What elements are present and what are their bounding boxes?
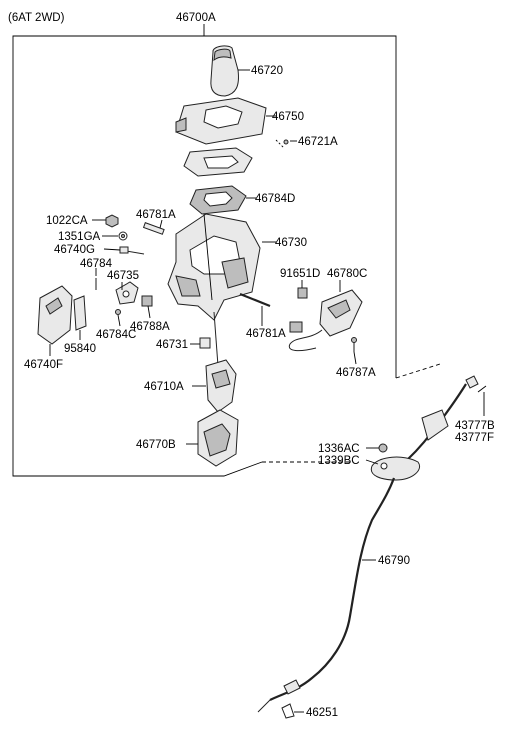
label-91651D: 91651D [280, 268, 320, 280]
shift-rod [213, 311, 219, 367]
shift-knob [210, 45, 239, 97]
lever-46735 [115, 281, 139, 305]
label-46780C: 46780C [327, 268, 367, 280]
label-46731: 46731 [156, 339, 188, 351]
indicator-panel [189, 185, 247, 215]
label-1339BC: 1339BC [318, 455, 360, 467]
clip-46251 [281, 703, 295, 719]
label-46784D: 46784D [255, 193, 295, 205]
leader-46788A [147, 305, 151, 319]
screw-46784C [115, 309, 121, 315]
pin-46781A-top [142, 222, 165, 235]
bracket-46770B [197, 409, 239, 467]
washer-1351GA [118, 231, 128, 241]
label-46784: 46784 [80, 258, 113, 270]
spring-46740G [119, 246, 145, 255]
switch-46780C [288, 289, 363, 352]
nut-1336AC [378, 443, 388, 453]
lever-46710A [205, 359, 237, 413]
label-46790: 46790 [378, 555, 410, 567]
slide-plate [183, 147, 253, 177]
label-1336AC: 1336AC [318, 443, 360, 455]
pin-46781A-mid [239, 292, 271, 308]
assembly-number-label: 46700A [176, 12, 216, 24]
label-46784C: 46784C [96, 329, 136, 341]
clip-43777 [465, 375, 487, 393]
label-43777F: 43777F [455, 432, 494, 444]
screw-46721A [275, 139, 289, 149]
label-46720: 46720 [251, 65, 283, 77]
label-46740F: 46740F [24, 359, 63, 371]
label-46730: 46730 [275, 237, 307, 249]
bracket-95840 [73, 295, 87, 331]
label-1351GA: 1351GA [58, 231, 101, 243]
collar-46731 [199, 337, 211, 349]
label-46735: 46735 [107, 270, 139, 282]
shift-bracket [167, 213, 261, 321]
harness-connector [289, 321, 303, 333]
label-46710A: 46710A [144, 381, 184, 393]
assembly-boundary [12, 35, 397, 477]
leader-46740G [103, 248, 121, 251]
indicator-cover [175, 97, 267, 145]
label-46251: 46251 [306, 707, 338, 719]
label-46750: 46750 [272, 111, 304, 123]
assembly-dash-right [395, 363, 441, 379]
label-46787A: 46787A [336, 367, 376, 379]
label-46781A-top: 46781A [136, 209, 176, 221]
label-46740G: 46740G [54, 244, 95, 256]
bracket-1339BC [370, 456, 420, 481]
leader-46784C [117, 314, 121, 327]
cable-46790 [257, 477, 396, 713]
nut-1022CA [105, 214, 119, 228]
label-46781A-mid: 46781A [246, 328, 286, 340]
leader-46781A-top [159, 219, 163, 229]
cover-46740F [37, 285, 73, 345]
screw-46787A [351, 337, 357, 352]
block-46788A [141, 295, 153, 307]
variant-label: (6AT 2WD) [8, 12, 65, 24]
clip-91651D [297, 287, 308, 299]
label-95840: 95840 [64, 343, 96, 355]
label-46770B: 46770B [136, 439, 176, 451]
leader-1339BC [365, 459, 379, 465]
label-46788A: 46788A [130, 321, 170, 333]
label-43777B: 43777B [455, 420, 495, 432]
label-1022CA: 1022CA [46, 215, 88, 227]
leader-46787A [353, 351, 357, 365]
label-46721A: 46721A [298, 136, 338, 148]
